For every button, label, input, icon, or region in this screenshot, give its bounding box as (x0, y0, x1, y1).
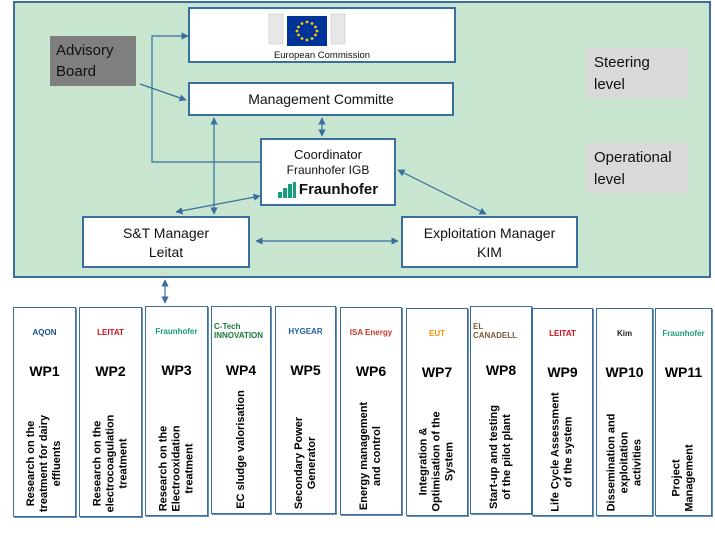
wp-description-line: and control (371, 426, 384, 486)
work-package-wp4: C-Tech INNOVATION WP4 EC sludge valorisati… (211, 306, 271, 514)
steering-level-label: Steering level (586, 48, 688, 98)
exploitation-manager-org: KIM (477, 244, 502, 260)
partner-logo: LEITAT (549, 328, 576, 338)
fraunhofer-icon (277, 181, 296, 198)
management-committee-box: Management Committe (188, 82, 454, 116)
wp-description-line: Electrooxidation (170, 424, 183, 512)
partner-logo: HYGEAR (288, 326, 323, 336)
coordinator-box: Coordinator Fraunhofer IGB Fraunhofer (260, 138, 396, 206)
wp-description-line: Dissemination and (604, 413, 617, 511)
wp-description-line: electrocoagulation (103, 414, 116, 512)
st-manager-org: Leitat (148, 244, 184, 260)
wp-description-line: effluents (51, 440, 64, 487)
wp-description-line: Research on the (25, 420, 38, 507)
partner-logo: AQON (32, 327, 57, 337)
wp-number: WP1 (29, 363, 60, 379)
wp-description-line: Integration & (417, 427, 430, 495)
operational-level-label: Operational level (586, 143, 688, 193)
european-commission-box: European Commission (188, 7, 456, 63)
wp-description-line: Life Cycle Assessment (549, 391, 562, 512)
partner-logo: EUT (429, 328, 445, 338)
wp-description-line: Optimisation of the (430, 410, 443, 512)
st-manager-title: S&T Manager (122, 225, 210, 241)
fraunhofer-logo: Fraunhofer (262, 181, 394, 198)
wp-description-line: treatment (183, 442, 196, 494)
partner-logo: Fraunhofer (662, 328, 705, 338)
wp-description-line: exploitation (617, 431, 630, 493)
wp-description-line: Secondary Power (292, 416, 305, 510)
wp-number: WP7 (421, 364, 453, 380)
wp-description-line: Research on the (157, 425, 170, 511)
wp-description-line: Research on the (90, 420, 103, 506)
wp-number: WP4 (225, 362, 257, 378)
wp-number: WP3 (161, 362, 192, 378)
wp-number: WP8 (485, 362, 517, 378)
st-manager-box: S&T Manager Leitat (82, 216, 250, 268)
wp-description-line: Generator (305, 436, 318, 490)
wp-description-line: Energy management (358, 401, 371, 511)
partner-logo: EL CANADELL (473, 322, 517, 340)
wp-description-line: of the system (562, 416, 575, 487)
wp-description-line: of the pilot plant (500, 414, 513, 500)
partner-logo: Fraunhofer (155, 326, 198, 336)
wp-description-line: EC sludge valorisation (234, 390, 247, 509)
wp-number: WP9 (547, 364, 578, 380)
wp-description-line: Project (670, 458, 683, 497)
wp-number: WP2 (95, 363, 126, 379)
wp-description-line: Management (683, 443, 696, 512)
partner-logo: Kim (616, 328, 633, 338)
partner-logo: C-Tech INNOVATION (214, 322, 264, 340)
wp-description-line: System (443, 441, 456, 481)
eu-flag-icon (267, 12, 347, 50)
wp-description-line: treatment (116, 437, 129, 489)
coordinator-org: Fraunhofer IGB (286, 163, 370, 177)
european-commission-label: European Commission (273, 50, 371, 61)
exploitation-manager-box: Exploitation Manager KIM (401, 216, 578, 268)
fraunhofer-logo-text: Fraunhofer (298, 181, 379, 198)
partner-logo: ISA Energy (349, 327, 393, 337)
wp-description-line: treatment for dairy (38, 414, 51, 513)
wp-description: EC sludge valorisation (234, 390, 247, 509)
advisory-board: Advisory Board (50, 36, 136, 86)
coordinator-title: Coordinator (294, 147, 362, 162)
exploitation-manager-title: Exploitation Manager (423, 225, 556, 241)
wp-description-line: Start-up and testing (487, 405, 500, 509)
wp-number: WP5 (290, 362, 321, 378)
wp-description-line: activities (630, 438, 643, 486)
partner-logo: LEITAT (97, 327, 124, 337)
wp-number: WP11 (664, 364, 703, 380)
wp-number: WP6 (355, 363, 387, 379)
wp-number: WP10 (605, 364, 644, 380)
